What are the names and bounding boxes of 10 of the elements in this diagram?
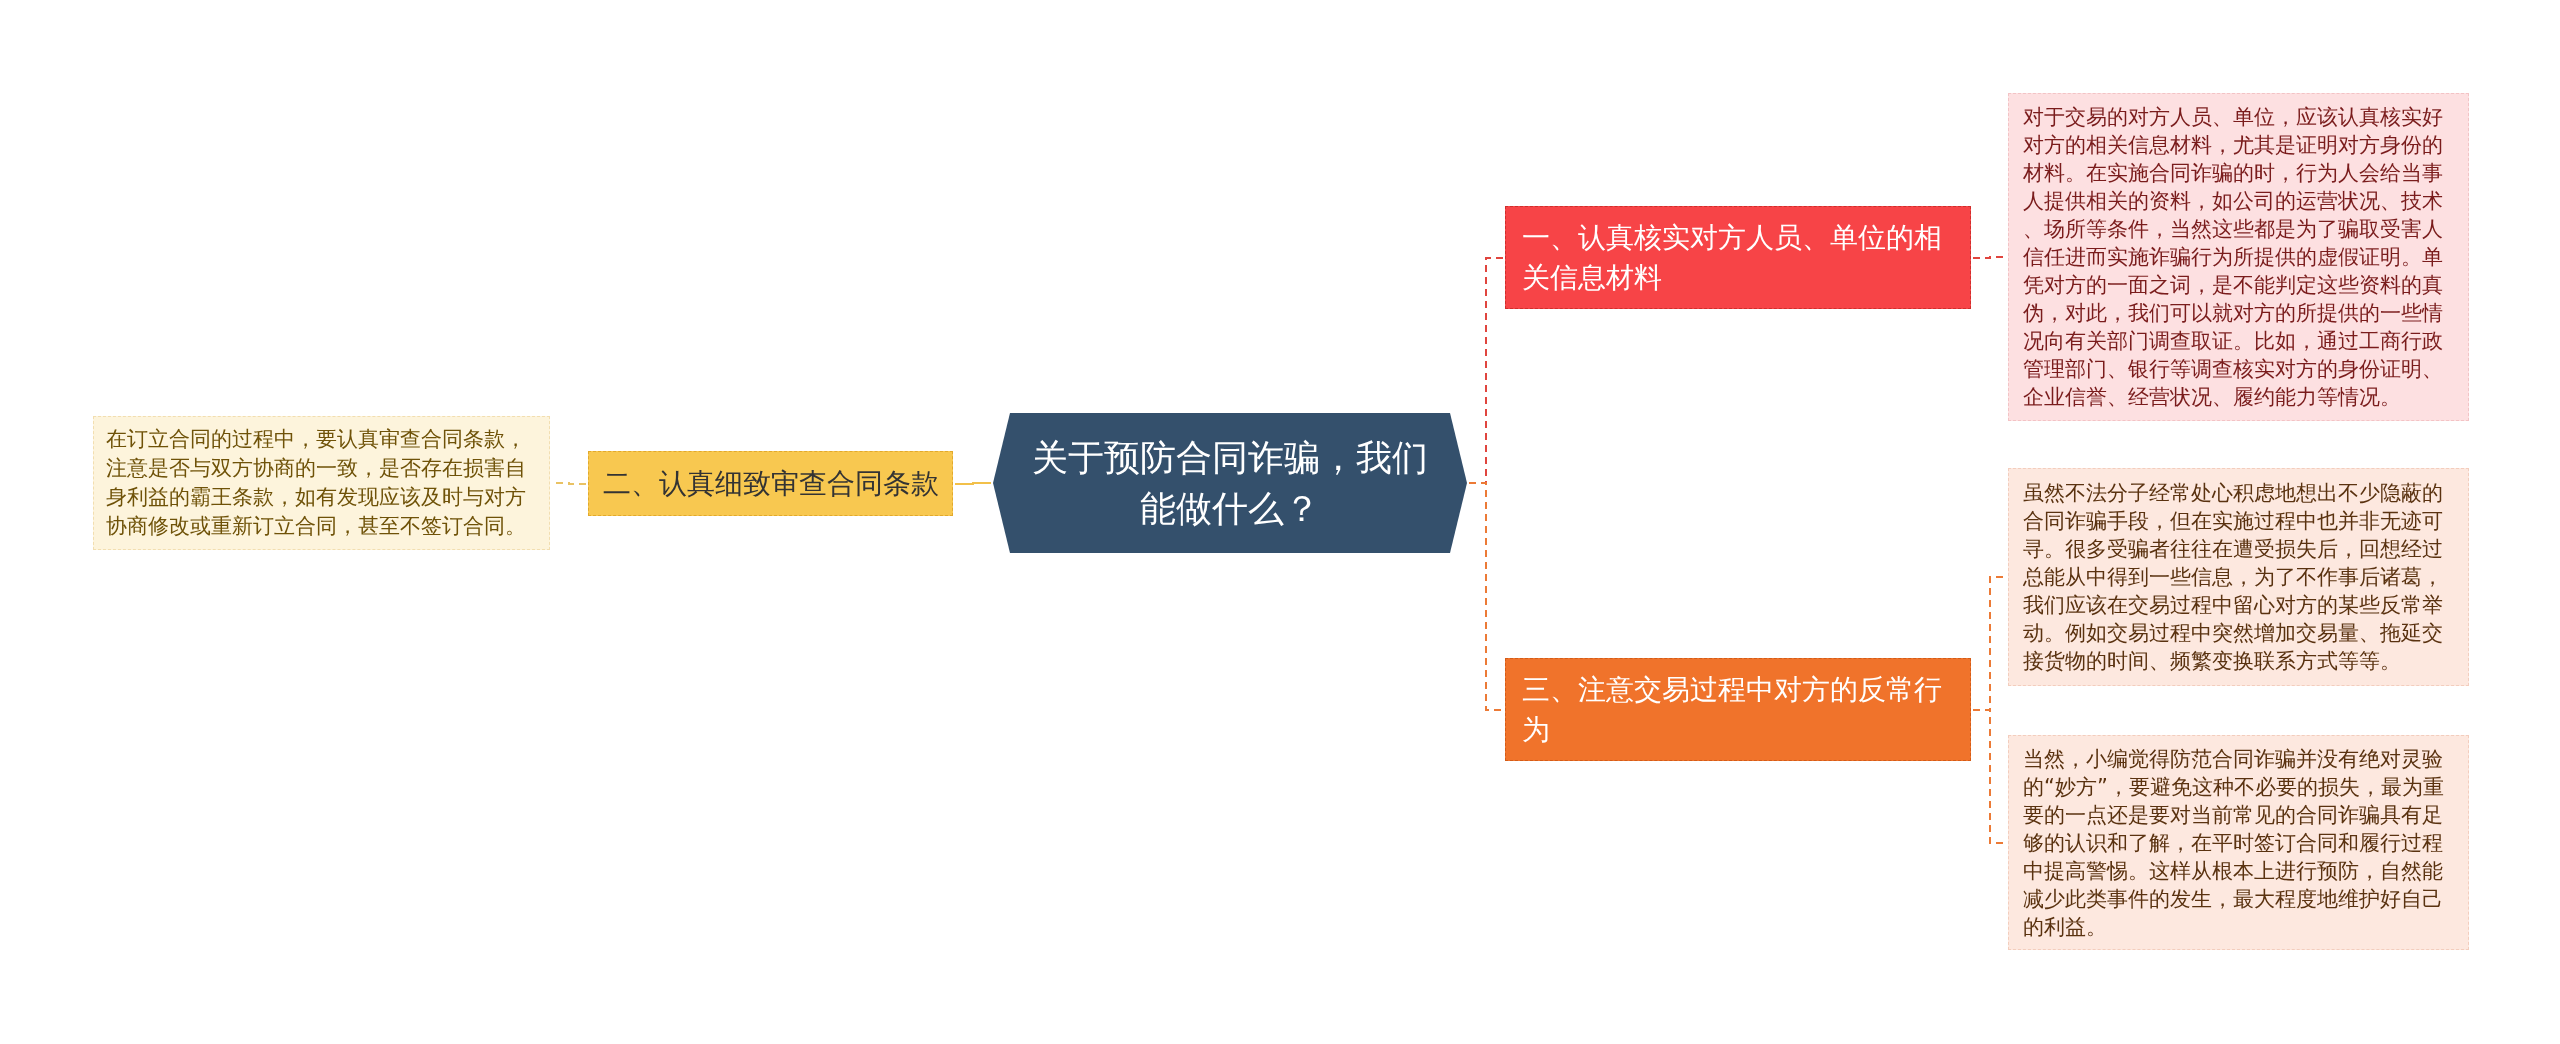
connector-line <box>954 482 992 485</box>
subtopic-box: 一、认真核实对方人员、单位的相关信息材料 <box>1505 206 1971 309</box>
note-box: 虽然不法分子经常处心积虑地想出不少隐蔽的合同诈骗手段，但在实施过程中也并非无迹可寻。很多受骗者往往在遭受损失后，回想经过总能从中得到一些信息，为了不作事后诸葛，我们应该在交易过程中留心对方的某些反常举动。例如交易过程中突然增加交易量、拖延交接货物的时间、频繁变换联系方式等等。 <box>2008 468 2469 686</box>
subtopic-box: 二、认真细致审查合同条款 <box>588 451 953 516</box>
connector-line <box>1468 482 1504 711</box>
note-box: 对于交易的对方人员、单位，应该认真核实好对方的相关信息材料，尤其是证明对方身份的材料。在实施合同诈骗的时，行为人会给当事人提供相关的资料，如公司的运营状况、技术、场所等条件，当然这些都是为了骗取受害人信任进而实施诈骗行为所提供的虚假证明。单凭对方的一面之词，是不能判定这些资料的真伪，对此，我们可以就对方的所提供的一些情况向有关部门调查取证。比如，通过工商行政管理部门、银行等调查核实对方的身份证明、企业信誉、经营状况、履约能力等情况。 <box>2008 93 2469 421</box>
note-box: 在订立合同的过程中，要认真审查合同条款，注意是否与双方协商的一致，是否存在损害自身利益的霸王条款，如有发现应该及时与对方协商修改或重新订立合同，甚至不签订合同。 <box>93 416 550 550</box>
topic-hexagon: 关于预防合同诈骗，我们能做什么？ <box>993 413 1467 553</box>
subtopic-box: 三、注意交易过程中对方的反常行为 <box>1505 658 1971 761</box>
note-box: 当然，小编觉得防范合同诈骗并没有绝对灵验的“妙方”，要避免这种不必要的损失，最为重要的一点还是要对当前常见的合同诈骗具有足够的认识和了解，在平时签订合同和履行过程中提高警惕。这样从根本上进行预防，自然能减少此类事件的发生，最大程度地维护好自己的利益。 <box>2008 735 2469 950</box>
